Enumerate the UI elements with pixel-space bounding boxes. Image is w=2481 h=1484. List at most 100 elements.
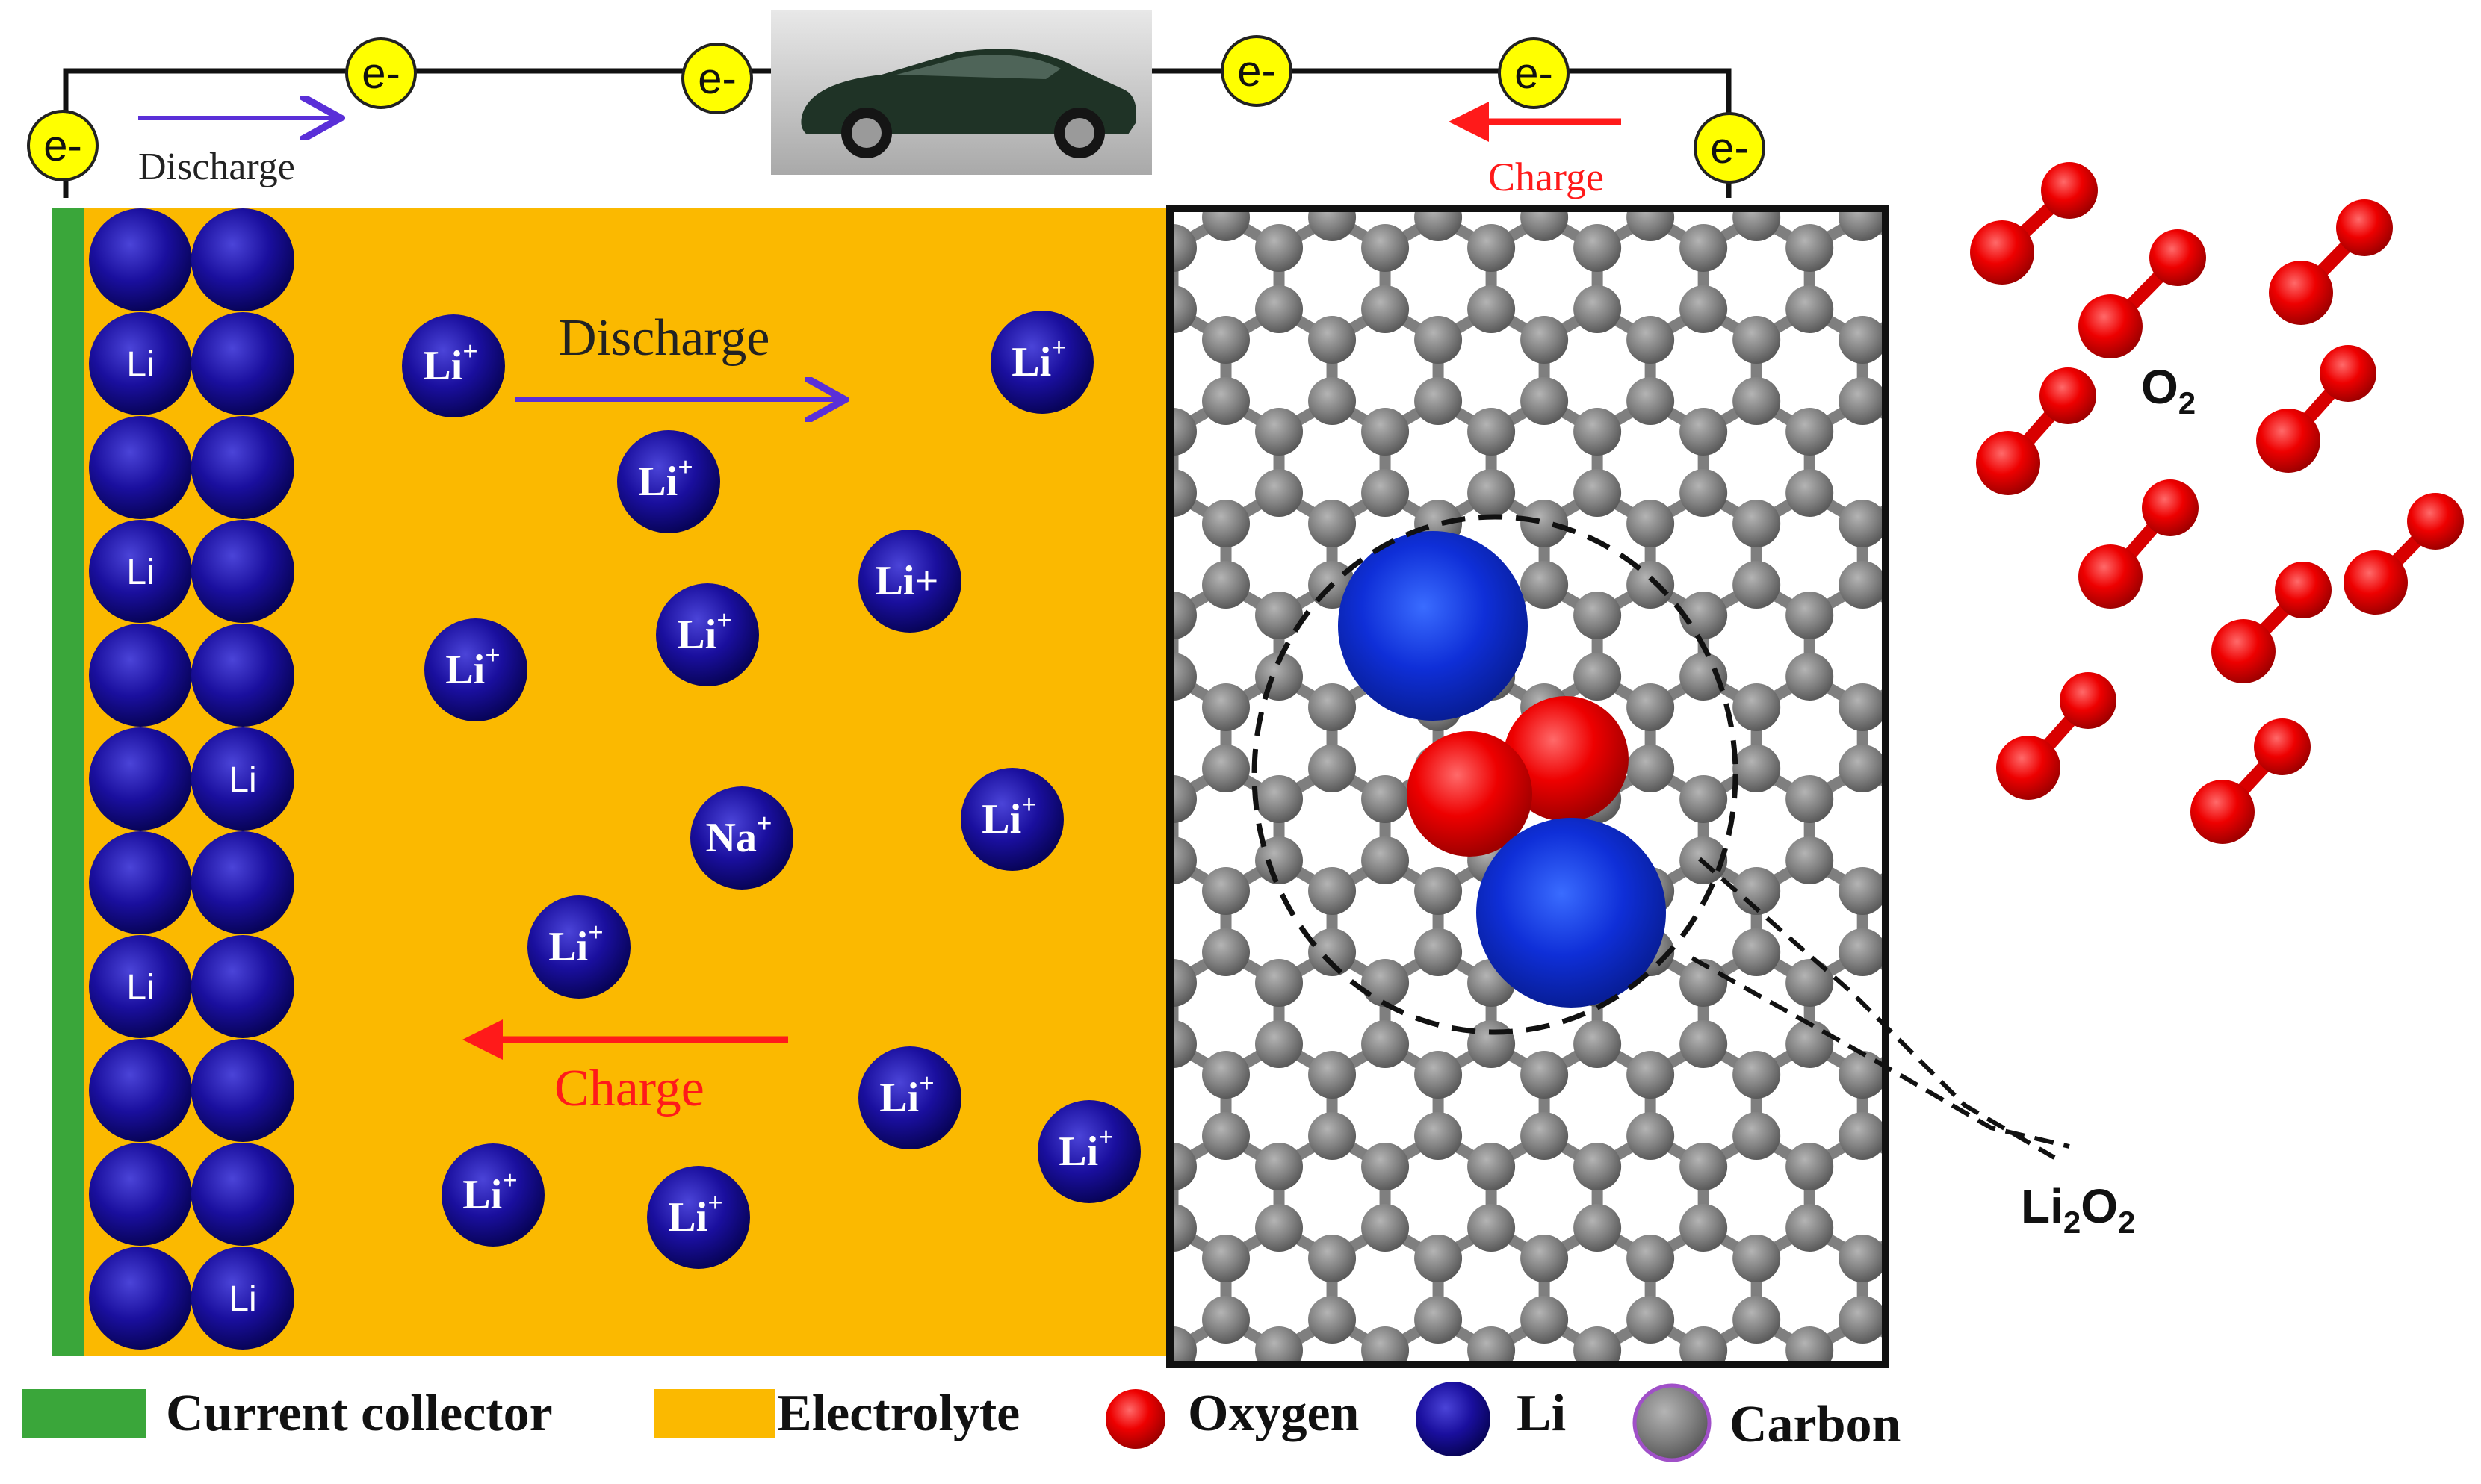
carbon-atom [1785,1204,1834,1252]
carbon-bond [1597,34,1650,64]
electron-icon [1498,37,1570,109]
ion: Li+ [656,583,759,686]
carbon-bond [1969,1228,2022,1258]
carbon-atom [1202,561,1251,609]
carbon-atom [1170,959,1197,1007]
circuit-charge-label: Charge [1488,155,1604,199]
ion-sphere [527,895,631,999]
carbon-atom [1785,1020,1834,1068]
ion-label: Li+ [1012,332,1066,385]
carbon-atom [1414,377,1463,425]
anode-li-sphere [89,624,192,727]
carbon-atom [1945,500,1992,547]
ion-label: Li+ [1059,1122,1113,1175]
carbon-atom [1998,1020,2045,1068]
carbon-atom [1679,40,1727,88]
carbon-atom [1573,102,1621,149]
electron-markers: e-e-e-e-e-e- [27,35,1765,184]
carbon-atom [1839,683,1886,731]
carbon-atom [1308,132,1356,180]
carbon-bond [1756,34,1809,64]
ion-label: Na+ [706,808,772,861]
carbon-atom [1573,653,1622,701]
carbon-atom [1945,683,1992,731]
o2-molecule [2078,479,2199,609]
oxygen-atom [2041,162,2098,219]
carbon-atom [1839,1112,1886,1160]
carbon-atom [1626,377,1675,425]
carbon-atom [1626,745,1675,792]
carbon-atom [1414,208,1463,241]
carbon-atom [1998,959,2045,1007]
ion-label: Li+ [423,336,477,389]
carbon-atom [1785,836,1834,884]
carbon-atom [1839,208,1886,241]
carbon-atom [1573,1143,1622,1190]
anode-li-sphere [191,1039,294,1142]
carbon-atom [1170,836,1197,884]
ion-label: Li+ [462,1165,517,1218]
carbon-atom [1785,775,1834,823]
carbon-atom [1679,1326,1728,1365]
carbon-atom [1945,377,1992,425]
ion-sphere [858,1046,961,1149]
oxygen-atom [2336,199,2393,256]
carbon-atom [1573,408,1622,456]
graphene-carbon-lattice [1170,34,2045,1435]
carbon-atom [1255,1020,1304,1068]
carbon-atom [1626,683,1675,731]
carbon-atom [1892,653,1939,701]
carbon-atom [1170,1326,1197,1365]
carbon-bond [1915,493,1969,524]
carbon-atom [1732,561,1781,609]
carbon-atom [1573,1204,1622,1252]
carbon-atom [1308,928,1357,976]
carbon-atom [1998,285,2045,333]
carbon-bond [1915,585,1969,615]
anode-li-sphere [89,208,192,311]
electron-label: e- [362,49,400,98]
anode-li-sphere [89,935,192,1038]
carbon-atom [1414,867,1463,915]
carbon-atom [1892,775,1939,823]
oxygen-atom [2407,493,2464,550]
carbon-atom [1626,1296,1675,1344]
carbon-atom [1361,1388,1409,1435]
carbon-atom [1679,653,1728,701]
carbon-atom [1467,224,1516,272]
legend: Current collector Electrolyte Oxygen Li … [22,1382,1901,1462]
oxygen-atom [2254,718,2311,775]
carbon-atom [1520,1235,1569,1282]
o2-label: O2 [2141,360,2196,420]
ion-label: Li+ [677,605,731,658]
carbon-bond [1915,217,1969,248]
carbon-atom [1785,408,1834,456]
carbon-atom [1732,377,1781,425]
carbon-atom [1839,745,1886,792]
ion-sphere [424,618,527,721]
carbon-atom [1892,836,1939,884]
carbon-atom [1308,208,1357,241]
legend-carbon-label: Carbon [1729,1396,1901,1453]
legend-li-label: Li [1517,1385,1566,1442]
carbon-atom [1626,316,1675,364]
oxygen-atom [2078,544,2143,609]
anode-li-sphere [191,831,294,934]
carbon-atom [1732,1051,1781,1099]
carbon-bond [1969,401,2022,432]
carbon-atom [1202,377,1251,425]
carbon-bond [1969,677,2022,707]
carbon-bond [1173,125,1226,156]
ion: Li+ [858,1046,961,1149]
o2-molecule [1996,672,2116,800]
carbon-atom [1626,1051,1675,1099]
o2-molecule [2256,345,2376,473]
carbon-atom [1785,285,1834,333]
carbon-atom [1170,408,1197,456]
o2-molecule [2344,493,2464,615]
electron-icon [1694,112,1765,184]
carbon-bond [1862,125,1915,156]
carbon-atom [1308,377,1357,425]
carbon-atom [1255,592,1304,639]
anode-li-sphere [89,831,192,934]
